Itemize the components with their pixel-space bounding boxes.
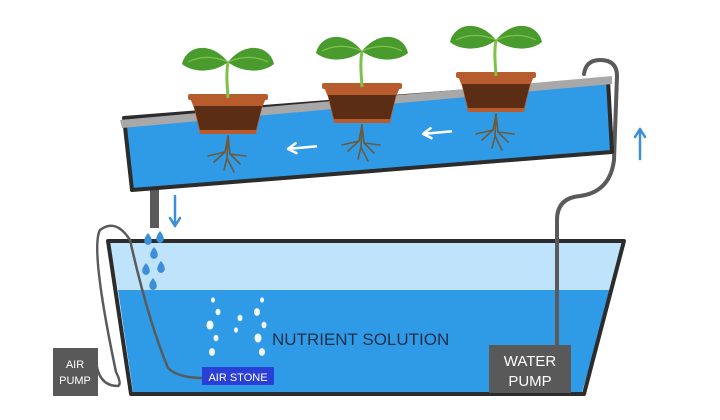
air-stone-label: AIR STONE <box>208 372 267 384</box>
water-drop-icon <box>142 263 150 275</box>
flow-arrow-left-2 <box>421 126 453 140</box>
arrow-icon <box>168 194 182 228</box>
leaf <box>316 36 362 60</box>
bubble <box>260 297 264 303</box>
flow-arrow-up <box>633 127 647 161</box>
bubble <box>254 333 262 343</box>
bubble <box>209 348 215 356</box>
water-return-tube <box>555 57 620 350</box>
air-pump-box <box>53 348 98 396</box>
water-pump: WATER PUMP <box>489 345 571 393</box>
seedling-icon <box>316 36 408 162</box>
water-drop-icon <box>157 261 165 273</box>
water-drop-icon <box>144 233 152 245</box>
air-pump: AIR PUMP <box>53 348 98 396</box>
air-pump-label-line1: AIR <box>66 359 84 371</box>
seedling-icon <box>182 47 274 173</box>
roots <box>341 124 381 162</box>
stem <box>493 39 498 77</box>
leaf <box>496 25 542 49</box>
water-drop-icon <box>156 231 164 243</box>
reservoir-outline <box>106 239 626 396</box>
leaf <box>228 47 274 71</box>
air-bubbles <box>206 297 267 356</box>
drain-pipe <box>150 176 159 228</box>
seedling-icon <box>450 25 542 151</box>
water-drop-icon <box>149 278 157 290</box>
bubble <box>213 334 219 342</box>
bubble <box>261 321 267 329</box>
bubble <box>237 314 243 322</box>
bubble <box>254 308 260 316</box>
roots <box>207 135 247 173</box>
reservoir-water-surface <box>110 243 622 290</box>
leaf <box>450 25 496 49</box>
air-pump-label-line2: PUMP <box>59 375 91 387</box>
arrow-icon <box>286 141 318 155</box>
stem <box>359 50 364 88</box>
bubble <box>215 308 221 316</box>
air-stone-box <box>202 367 274 385</box>
arrow-icon <box>633 127 647 161</box>
air-stone: AIR STONE <box>202 367 274 385</box>
bubble <box>234 327 238 333</box>
bubble <box>211 297 215 303</box>
arrow-icon <box>421 126 453 140</box>
nutrient-solution-label: NUTRIENT SOLUTION <box>272 330 449 349</box>
roots <box>475 113 515 151</box>
air-line-tube <box>83 224 206 388</box>
plants <box>182 25 542 173</box>
water-pump-label-line1: WATER <box>504 353 557 370</box>
bubble <box>259 348 265 356</box>
water-pump-label-line2: PUMP <box>508 373 551 390</box>
water-pump-box <box>489 345 571 393</box>
flow-arrow-down <box>168 194 182 228</box>
water-drops <box>142 231 165 290</box>
water-drop-icon <box>150 247 158 259</box>
bubble <box>206 320 214 330</box>
leaf <box>182 47 228 71</box>
stem <box>225 61 230 99</box>
flow-arrow-left-1 <box>286 141 318 155</box>
leaf <box>362 36 408 60</box>
